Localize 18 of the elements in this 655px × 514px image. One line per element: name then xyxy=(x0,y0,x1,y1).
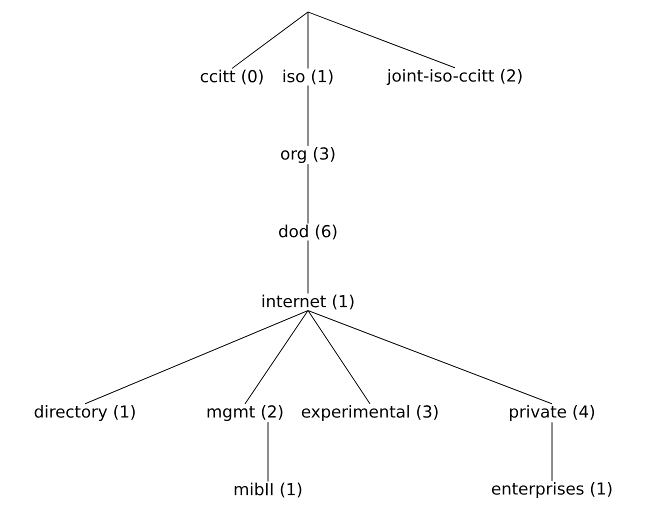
tree-label: joint-iso-ccitt (2) xyxy=(386,69,522,85)
tree-line xyxy=(232,12,308,69)
tree-label: dod (6) xyxy=(279,224,336,240)
tree-line xyxy=(308,310,552,404)
tree-label: experimental (3) xyxy=(302,405,438,421)
tree-label: ccitt (0) xyxy=(200,70,263,84)
tree-label: enterprises (1) xyxy=(492,482,612,498)
tree-line xyxy=(84,310,308,404)
tree-line xyxy=(308,310,370,404)
tree-label: internet (1) xyxy=(262,294,354,310)
tree-label: org (3) xyxy=(281,147,334,163)
tree-line xyxy=(308,12,456,68)
tree-label: mibII (1) xyxy=(234,482,302,498)
tree-label: mgmt (2) xyxy=(208,405,282,421)
tree-line xyxy=(244,310,308,404)
tree-label: directory (1) xyxy=(34,405,135,421)
tree-label: iso (1) xyxy=(284,70,333,84)
tree-label: private (4) xyxy=(510,405,594,421)
